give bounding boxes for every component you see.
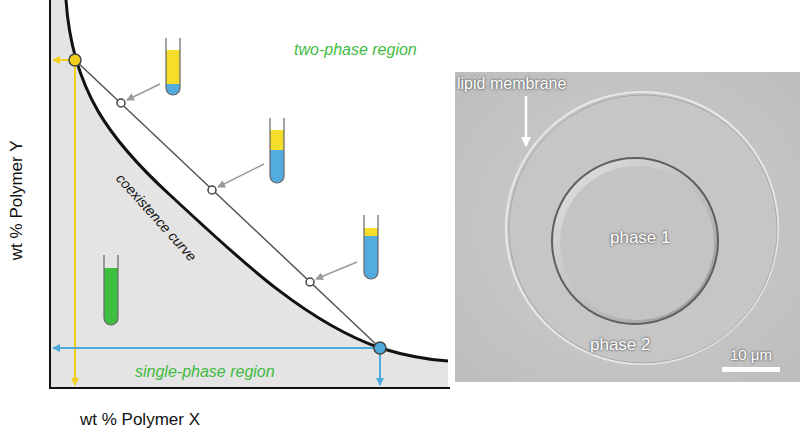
test-tube: [364, 215, 378, 279]
blue-arrow: [53, 347, 380, 349]
region-label: two-phase region: [294, 41, 417, 59]
tie-point: [208, 186, 216, 194]
scale-label: 10 μm: [730, 347, 772, 364]
pointer-arrow: [316, 262, 357, 279]
test-tube: [270, 118, 284, 183]
test-tube: [166, 38, 180, 95]
phase-label: phase 1: [610, 228, 671, 248]
callout-label: lipid membrane: [457, 75, 566, 93]
region-label: single-phase region: [135, 363, 275, 381]
tie-point: [306, 278, 314, 286]
pointer-arrow: [218, 164, 264, 187]
yellow-arrow: [74, 60, 76, 385]
membrane-arrow: [525, 96, 528, 146]
yellow-dot: [69, 54, 81, 66]
axis-label: wt % Polymer X: [80, 411, 200, 430]
blue-dot: [374, 342, 386, 354]
coexistence-curve: [66, 0, 448, 361]
scale-bar: [722, 367, 780, 372]
tie-point: [117, 99, 125, 107]
axis-label: wt % Polymer Y: [8, 141, 27, 261]
micrograph: [455, 72, 800, 382]
tie-line: [75, 60, 380, 348]
vesicle: phase 2 phase 1: [504, 90, 780, 366]
phase-label: phase 2: [590, 335, 651, 355]
pointer-arrow: [127, 84, 160, 100]
droplet: phase 1: [550, 156, 720, 326]
axes: [50, 0, 450, 388]
single-phase-area: [50, 0, 448, 388]
test-tube: [104, 255, 118, 325]
